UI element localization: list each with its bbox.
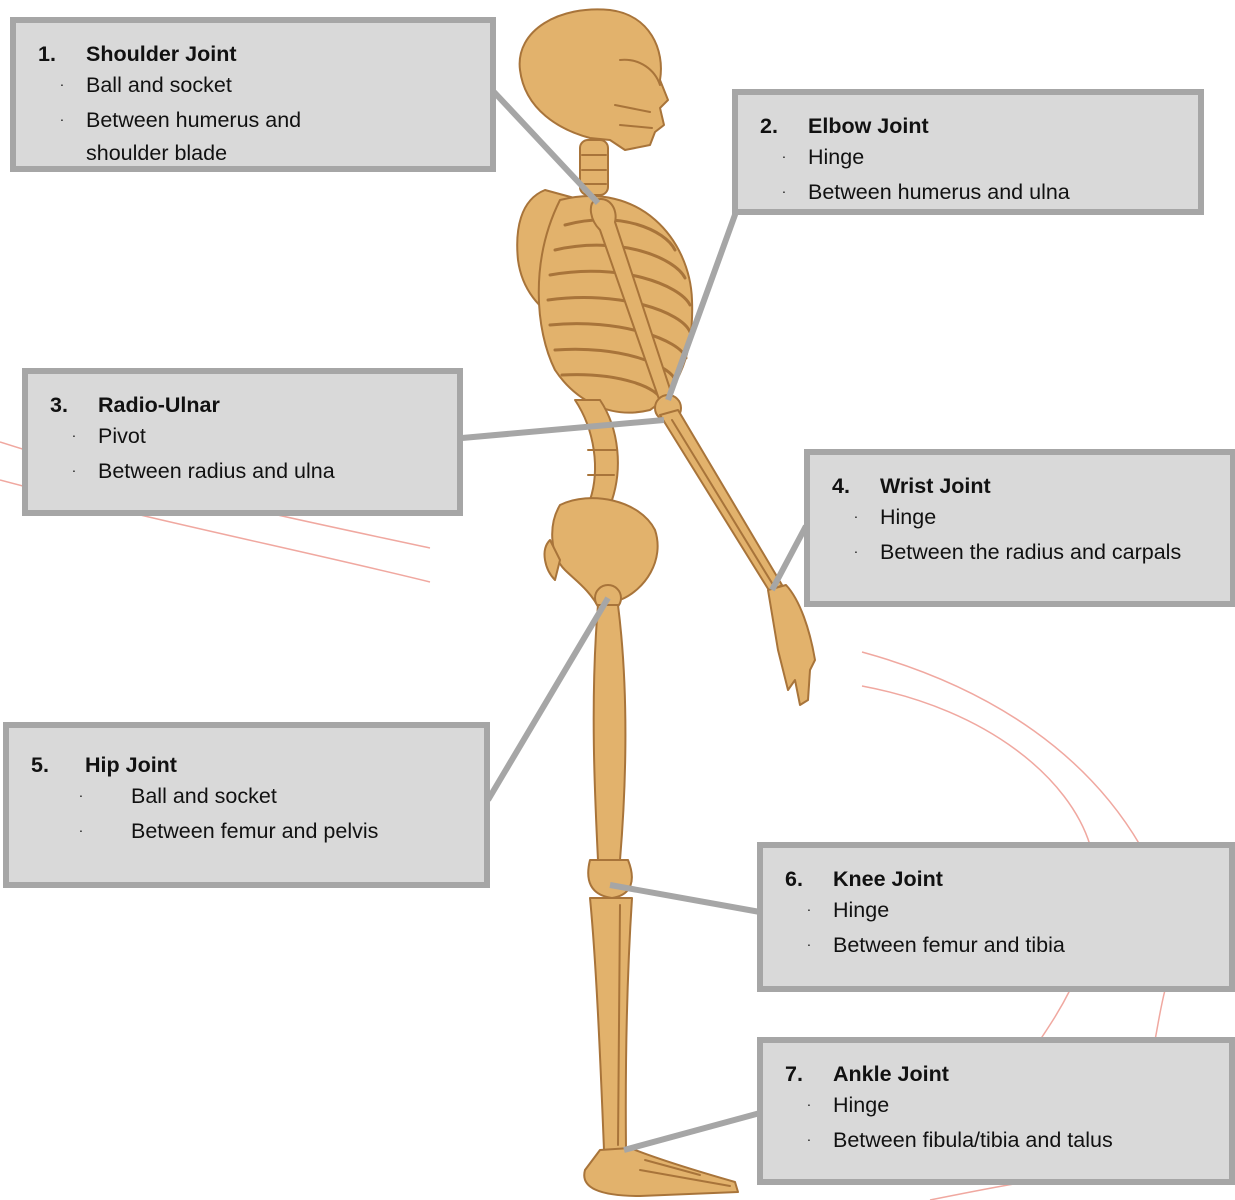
label-point: Between radius and ulna xyxy=(98,455,457,488)
label-number: 4. xyxy=(832,471,880,501)
label-point: Between the radius and carpals xyxy=(880,536,1202,568)
bullet-icon: · xyxy=(785,1088,833,1121)
label-box-wrist: 4.Wrist Joint ·Hinge ·Between the radius… xyxy=(804,449,1235,607)
leader-radio-ulnar xyxy=(462,420,664,438)
label-number: 5. xyxy=(31,750,85,780)
femur xyxy=(594,605,626,860)
label-title: Knee Joint xyxy=(833,864,943,894)
skull xyxy=(520,9,668,150)
bullet-icon: · xyxy=(760,175,808,208)
bullet-icon: · xyxy=(760,140,808,173)
label-box-hip: 5.Hip Joint ·Ball and socket ·Between fe… xyxy=(3,722,490,888)
bullet-icon: · xyxy=(785,1123,833,1156)
label-box-knee: 6.Knee Joint ·Hinge ·Between femur and t… xyxy=(757,842,1235,992)
bullet-icon: · xyxy=(50,454,98,487)
leader-wrist xyxy=(772,526,806,590)
label-title: Hip Joint xyxy=(85,750,177,780)
bullet-icon: · xyxy=(31,814,131,847)
label-number: 1. xyxy=(38,39,86,69)
label-title: Wrist Joint xyxy=(880,471,991,501)
bullet-icon: · xyxy=(785,893,833,926)
label-box-ankle: 7.Ankle Joint ·Hinge ·Between fibula/tib… xyxy=(757,1037,1235,1185)
bullet-icon: · xyxy=(832,535,880,567)
label-title: Ankle Joint xyxy=(833,1059,949,1089)
bullet-icon: · xyxy=(38,68,86,101)
bullet-icon: · xyxy=(38,103,86,136)
label-point: Between humerus and ulna xyxy=(808,176,1198,209)
label-point: Ball and socket xyxy=(131,780,484,813)
tibia xyxy=(590,898,632,1150)
label-title: Radio-Ulnar xyxy=(98,390,220,420)
label-point: Pivot xyxy=(98,420,457,453)
label-number: 2. xyxy=(760,111,808,141)
label-point: Between femur and pelvis xyxy=(131,815,484,848)
label-point: Ball and socket xyxy=(86,69,490,102)
label-box-radio-ulnar: 3.Radio-Ulnar ·Pivot ·Between radius and… xyxy=(22,368,463,516)
label-point: Between humerus and shoulder blade xyxy=(86,104,328,170)
knee xyxy=(588,860,632,898)
label-title: Shoulder Joint xyxy=(86,39,237,69)
bullet-icon: · xyxy=(31,779,131,812)
label-box-shoulder: 1.Shoulder Joint ·Ball and socket ·Betwe… xyxy=(10,17,496,172)
label-number: 7. xyxy=(785,1059,833,1089)
label-point: Hinge xyxy=(833,894,1229,927)
foot xyxy=(584,1148,738,1196)
leader-hip xyxy=(488,598,608,800)
label-number: 6. xyxy=(785,864,833,894)
label-number: 3. xyxy=(50,390,98,420)
label-point: Between fibula/tibia and talus xyxy=(833,1124,1229,1157)
label-point: Hinge xyxy=(833,1089,1229,1122)
label-point: Between femur and tibia xyxy=(833,929,1229,962)
leader-ankle xyxy=(624,1113,760,1150)
bullet-icon: · xyxy=(785,928,833,961)
label-point: Hinge xyxy=(808,141,1198,174)
label-title: Elbow Joint xyxy=(808,111,929,141)
bullet-icon: · xyxy=(832,500,880,533)
label-point: Hinge xyxy=(880,501,1230,534)
bullet-icon: · xyxy=(50,419,98,452)
label-box-elbow: 2.Elbow Joint ·Hinge ·Between humerus an… xyxy=(732,89,1204,215)
